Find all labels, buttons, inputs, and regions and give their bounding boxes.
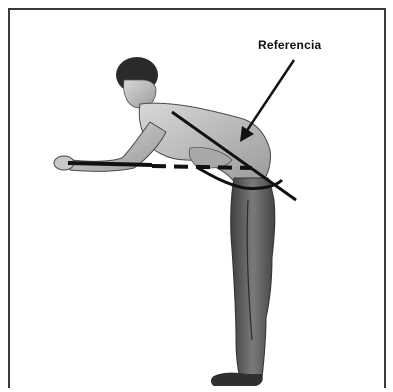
reference-arrow-shaft [246,60,294,132]
reference-label: Referencia [258,38,321,52]
head [116,57,158,108]
arm-level-line [68,163,152,165]
shoe [211,373,263,386]
pants [231,178,275,378]
